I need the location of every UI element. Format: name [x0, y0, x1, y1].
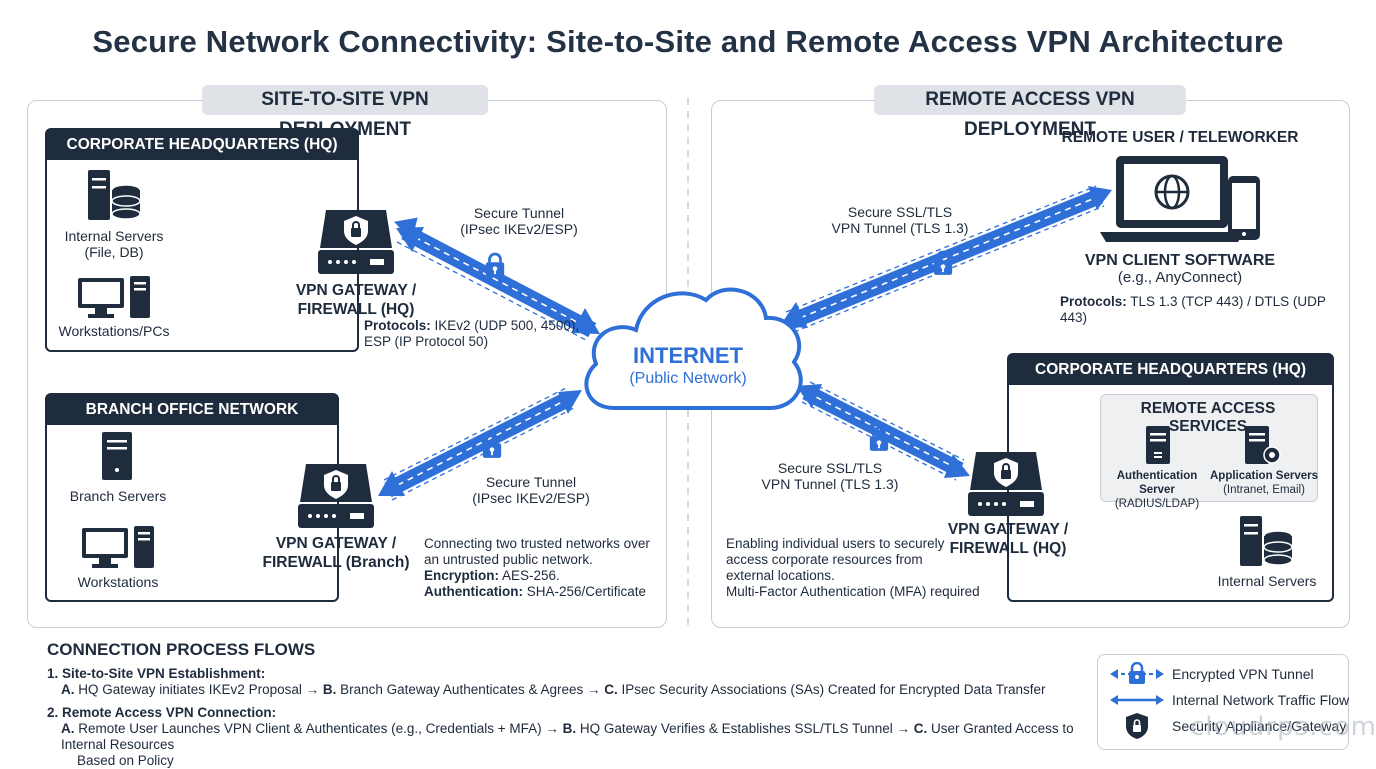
branch-network-header: BRANCH OFFICE NETWORK: [47, 395, 337, 425]
remote-gateway-title: VPN GATEWAY / FIREWALL (HQ): [947, 521, 1069, 557]
flow2-title: 2. Remote Access VPN Connection:: [47, 705, 277, 720]
remote-user-title: REMOTE USER / TELEWORKER: [1061, 129, 1299, 146]
legend-shield-icon: [1126, 713, 1148, 739]
legend-security-appliance-label: Security Appliance/Gateway: [1172, 718, 1347, 734]
flow2-steps: A. Remote User Launches VPN Client & Aut…: [61, 721, 1074, 768]
remote-vpn-gateway-icon: [968, 452, 1044, 516]
branch-servers-label: Branch Servers: [69, 488, 167, 504]
vpn-client-example: (e.g., AnyConnect): [1117, 269, 1243, 286]
flows-title: CONNECTION PROCESS FLOWS: [47, 640, 316, 659]
hq-vpn-gateway-icon: [318, 210, 394, 274]
remote-tunnel-top-label: Secure SSL/TLS VPN Tunnel (TLS 1.3): [831, 204, 969, 236]
remote-user-protocols: Protocols: TLS 1.3 (TCP 443) / DTLS (UDP…: [1060, 294, 1326, 325]
hq-gateway-protocols: Protocols: IKEv2 (UDP 500, 4500), ESP (I…: [364, 318, 580, 349]
branch-workstations-label: Workstations: [77, 574, 159, 590]
internet-title: INTERNET: [633, 343, 743, 368]
remote-tunnel-bottom-label: Secure SSL/TLS VPN Tunnel (TLS 1.3): [761, 460, 899, 492]
branch-vpn-gateway-icon: [298, 464, 374, 528]
diagram-canvas: [150, 185, 1243, 555]
hq-gateway-title: VPN GATEWAY / FIREWALL (HQ): [295, 282, 417, 318]
internal-database-server-icon: [1240, 516, 1293, 566]
legend-encrypted-tunnel-label: Encrypted VPN Tunnel: [1172, 666, 1314, 682]
lock-icon: [484, 252, 506, 278]
workstation-icon: [78, 276, 150, 318]
legend-encrypted-tunnel-icon: [1110, 662, 1164, 684]
laptop-globe-icon: [1100, 156, 1260, 242]
app-server-label: Application Servers (Intranet, Email): [1210, 470, 1319, 496]
internet-cloud-icon: [584, 287, 803, 410]
auth-server-label: Authentication Server (RADIUS/LDAP): [1114, 470, 1200, 510]
branch-workstation-icon: [82, 526, 154, 568]
hq-servers-label: Internal Servers (File, DB): [64, 228, 164, 260]
site-to-site-section-title: SITE-TO-SITE VPN DEPLOYMENT: [202, 85, 488, 140]
auth-server-icon: [1146, 426, 1170, 464]
tunnel-internet-remote-user: [780, 185, 1112, 333]
remote-access-services-title: REMOTE ACCESS SERVICES: [1140, 400, 1276, 435]
watermark-text: cloudrps.com: [1190, 712, 1376, 742]
vpn-client-title: VPN CLIENT SOFTWARE: [1084, 252, 1276, 269]
app-server-icon: [1245, 426, 1281, 464]
legend-internal-flow-label: Internal Network Traffic Flow: [1172, 692, 1350, 708]
site-tunnel-bottom-label: Secure Tunnel (IPsec IKEv2/ESP): [472, 474, 590, 506]
internal-servers-label: Internal Servers: [1217, 573, 1317, 589]
database-server-icon: [88, 170, 141, 220]
hq-workstations-label: Workstations/PCs: [58, 323, 170, 339]
site-tunnel-top-label: Secure Tunnel (IPsec IKEv2/ESP): [460, 205, 578, 237]
page-title: Secure Network Connectivity: Site-to-Sit…: [92, 24, 1284, 59]
hq-network-header: CORPORATE HEADQUARTERS (HQ) NETWORK: [47, 130, 357, 183]
remote-access-description: Enabling individual users to securely ac…: [726, 536, 980, 599]
branch-server-icon: [102, 432, 132, 480]
legend-internal-flow-icon: [1110, 695, 1164, 705]
remote-access-services-box: [1100, 394, 1318, 502]
remote-access-section-title: REMOTE ACCESS VPN DEPLOYMENT: [874, 85, 1186, 140]
internet-subtitle: (Public Network): [629, 370, 747, 387]
remote-hq-network-header: CORPORATE HEADQUARTERS (HQ) NETWORK: [1009, 355, 1332, 408]
flow1-steps: A. HQ Gateway initiates IKEv2 Proposal →…: [61, 682, 1046, 697]
site-to-site-description: Connecting two trusted networks over an …: [424, 536, 650, 599]
branch-gateway-title: VPN GATEWAY / FIREWALL (Branch): [262, 535, 410, 571]
flow1-title: 1. Site-to-Site VPN Establishment:: [47, 666, 266, 681]
